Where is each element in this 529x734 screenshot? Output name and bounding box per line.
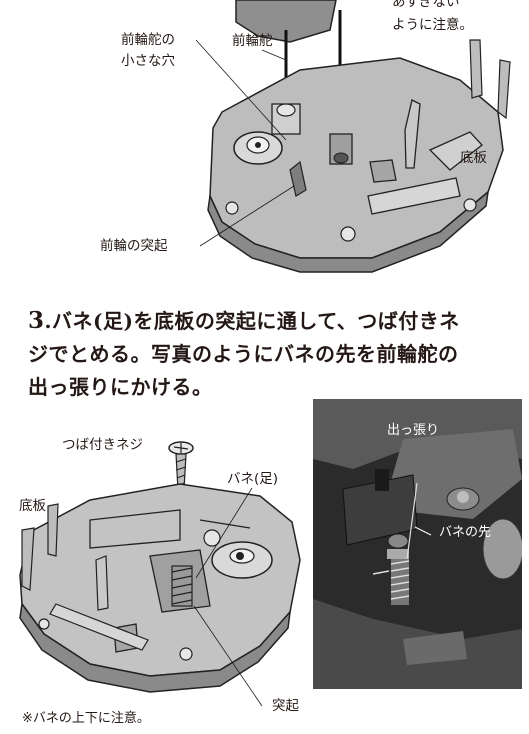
label-small-hole-line2: 小さな穴	[121, 53, 175, 69]
label-front-wheel-boss: 前輪の突起	[100, 238, 168, 254]
leader-small-hole	[195, 39, 287, 141]
caution-note: ※バネの上下に注意。	[22, 711, 150, 726]
photo-label-protrusion: 出っ張り	[387, 423, 440, 438]
note-line1: あすぎない	[392, 0, 460, 10]
step-number: 3	[28, 307, 45, 334]
label-spring: バネ(足)	[227, 471, 279, 487]
front-rudder-piece	[235, 0, 337, 43]
label-front-rudder: 前輪舵	[232, 33, 273, 49]
step-line1: 3.バネ(足)を底板の突起に通して、つば付きネ	[28, 307, 460, 334]
top-base-plate-illustration	[195, 0, 511, 273]
photo-leader-spring-tip	[414, 526, 432, 536]
step-line3: 出っ張りにかける。	[28, 375, 213, 399]
label-base-plate-bottom: 底板	[19, 498, 46, 514]
note-line2: ように注意。	[392, 17, 473, 33]
step-instructions: 3.バネ(足)を底板の突起に通して、つば付きネ ジでとめる。写真のようにバネの先…	[28, 304, 510, 404]
label-boss: 突起	[272, 698, 299, 714]
label-base-plate-top: 底板	[460, 150, 487, 166]
label-screw: つば付きネジ	[62, 437, 143, 453]
photo-spring-coil-icon	[390, 559, 410, 605]
label-small-hole-line1: 前輪舵の	[121, 32, 175, 48]
step-line2: ジでとめる。写真のようにバネの先を前輪舵の	[28, 342, 459, 366]
leader-front-rudder	[261, 49, 287, 61]
photo-label-spring-tip: バネの先	[439, 525, 492, 540]
spring-hook-photo: 出っ張り バネの先	[313, 399, 522, 689]
leader-front-wheel-boss	[199, 185, 295, 247]
leader-spring	[195, 487, 253, 579]
spring-coil-icon	[171, 565, 193, 607]
leader-boss	[193, 605, 263, 707]
